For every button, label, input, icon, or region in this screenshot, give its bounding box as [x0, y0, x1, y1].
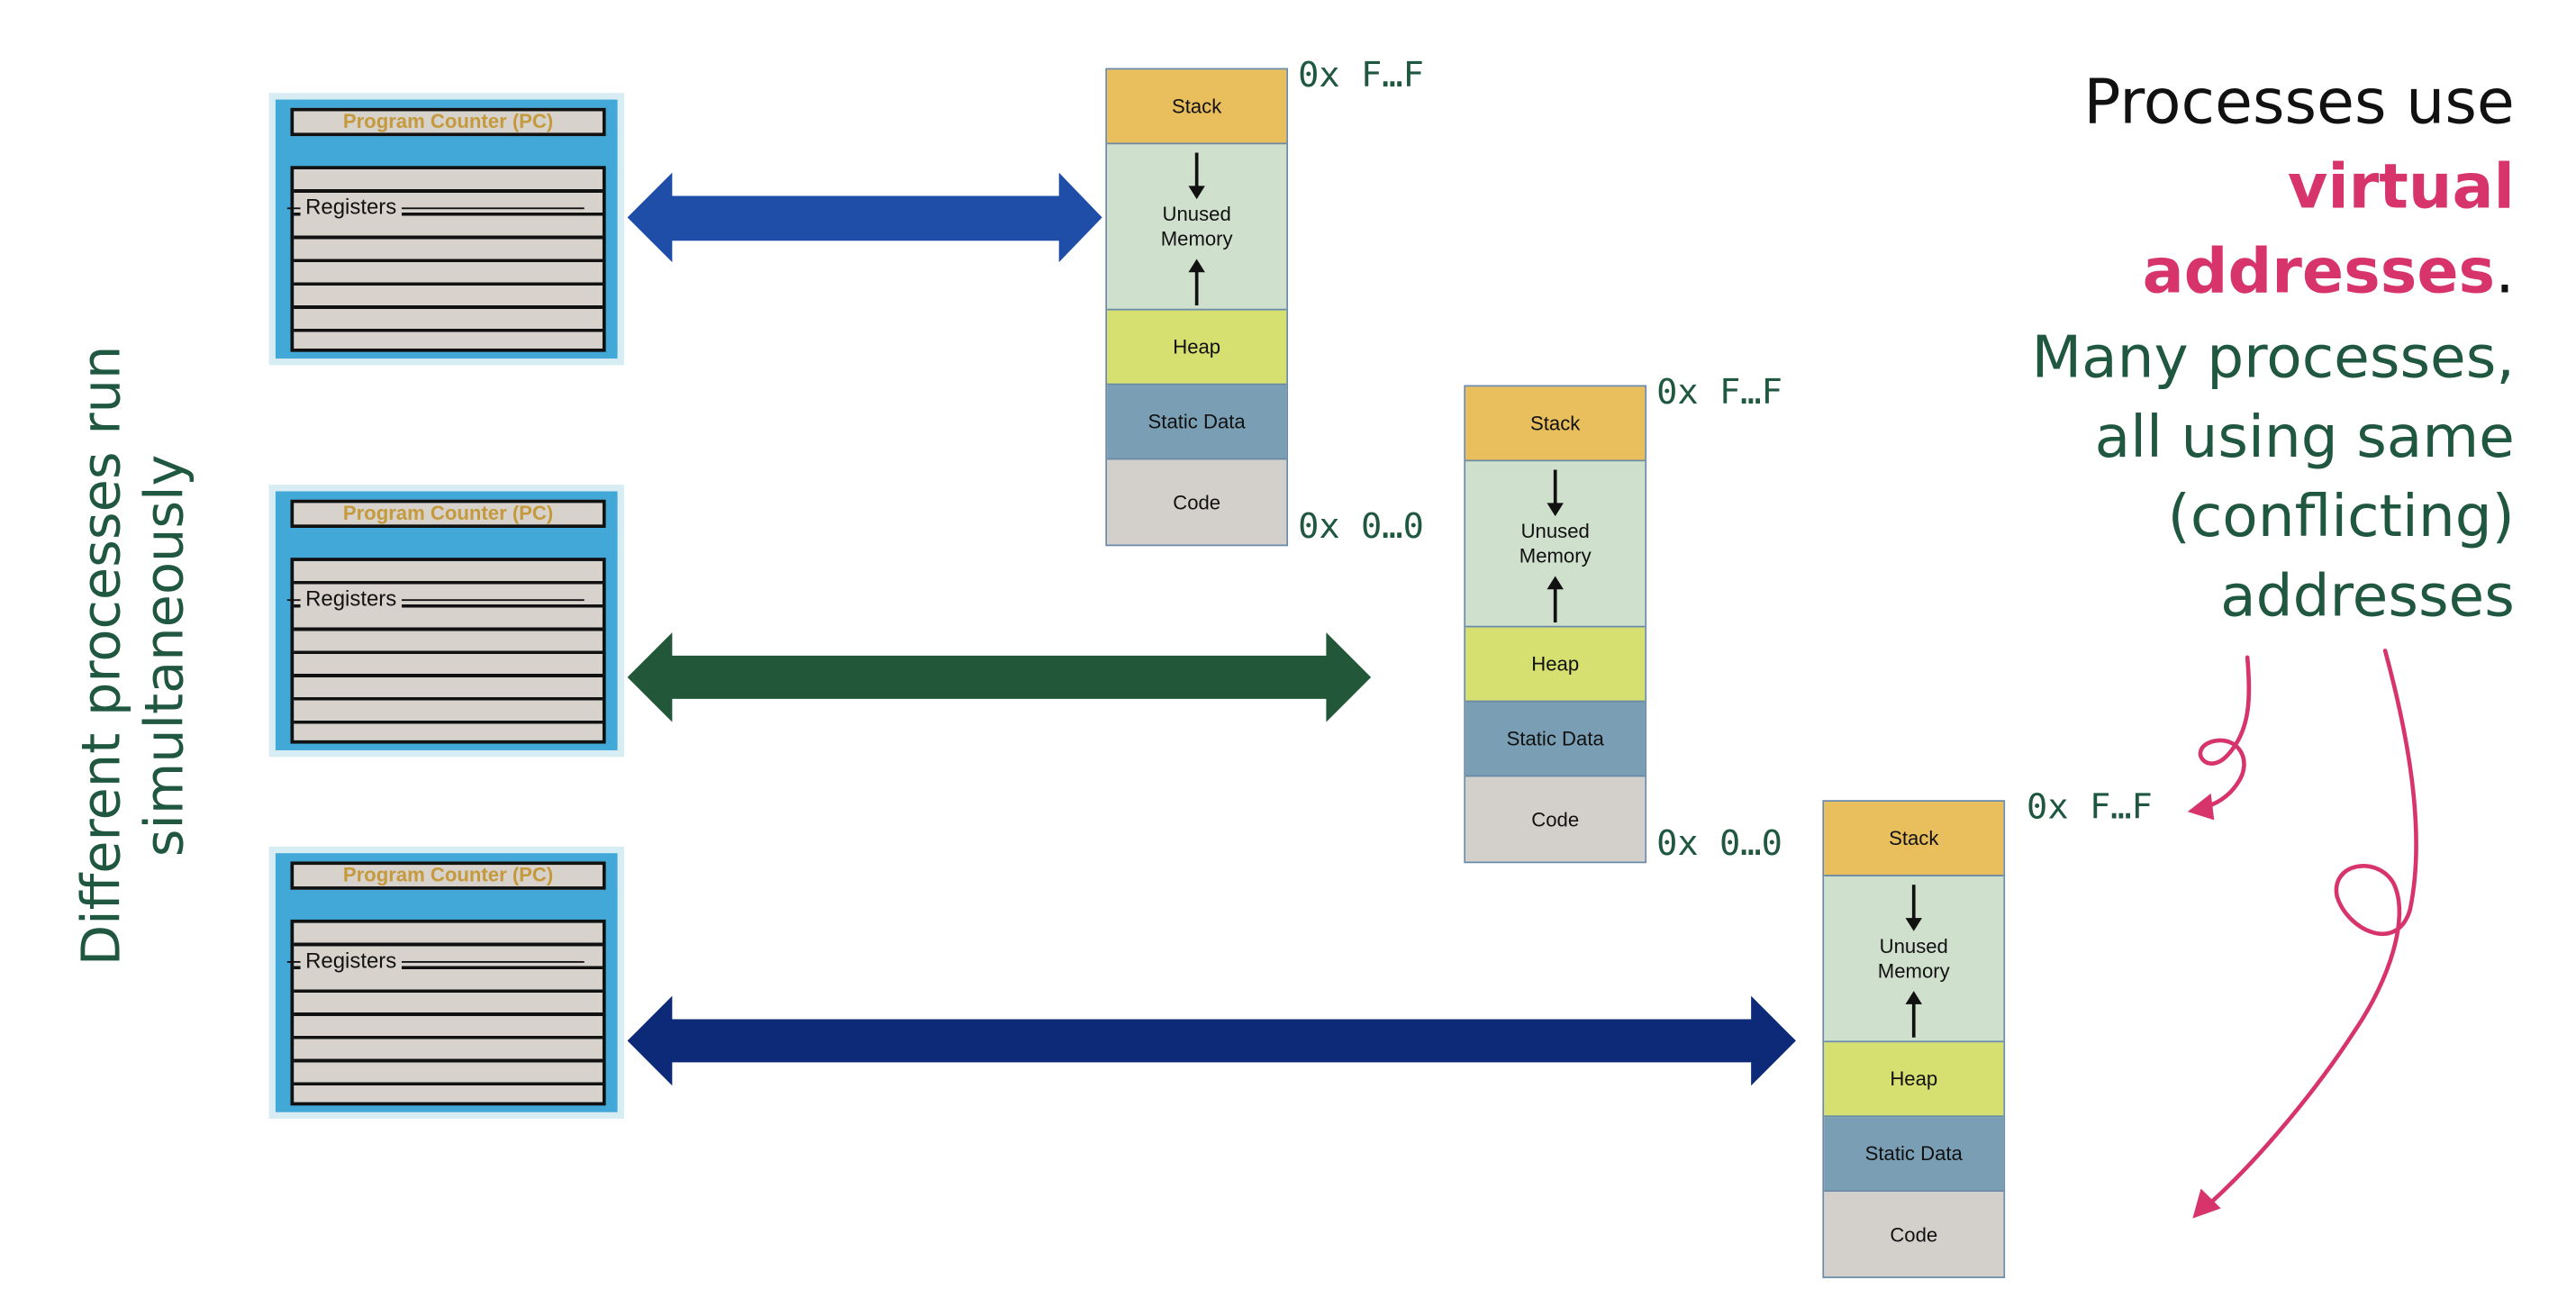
stack-growth-arrow — [1188, 152, 1205, 200]
register-file: Program Counter (PC) Registers — [275, 853, 618, 1112]
double-arrow-3 — [627, 995, 1796, 1086]
registers-label: Registers — [286, 585, 585, 613]
bottom-address-1: 0x 0…0 — [1298, 506, 1424, 547]
curly-arrow-long — [2201, 649, 2418, 1211]
heap-growth-arrow — [1188, 259, 1205, 306]
heap-segment: Heap — [1107, 310, 1287, 386]
conflict-line-4: addresses — [2220, 564, 2515, 631]
stack-segment: Stack — [1107, 69, 1287, 145]
heap-growth-arrow — [1905, 991, 1922, 1038]
note-line-1: Processes use — [2083, 66, 2515, 138]
registers-label: Registers — [286, 194, 585, 222]
register-grid: Registers — [286, 166, 606, 352]
double-arrow-1 — [627, 172, 1102, 263]
double-arrow-2 — [627, 632, 1372, 722]
stack-segment: Stack — [1824, 802, 2004, 876]
process-3-registers: Program Counter (PC) Registers — [268, 846, 624, 1120]
static-data-segment: Static Data — [1824, 1117, 2004, 1193]
stack-segment: Stack — [1465, 386, 1646, 462]
memory-label: Memory — [1519, 543, 1592, 567]
code-segment: Code — [1465, 776, 1646, 862]
curly-arrow-short — [2198, 655, 2252, 811]
note-period: . — [2495, 235, 2515, 307]
conflict-line-1: Many processes, — [2031, 325, 2515, 392]
virtual-address-note: Processes use virtual addresses. — [1818, 59, 2515, 313]
note-line-2: virtual — [1818, 144, 2515, 229]
conflict-line-3: (conflicting) — [2167, 485, 2515, 551]
note-line-3: addresses. — [1818, 229, 2515, 313]
register-file: Program Counter (PC) Registers — [275, 99, 618, 359]
top-address-3: 0x F…F — [2027, 786, 2153, 827]
heap-segment: Heap — [1465, 627, 1646, 703]
stack-growth-arrow — [1905, 885, 1922, 931]
process-1-registers: Program Counter (PC) Registers — [268, 93, 624, 366]
static-data-segment: Static Data — [1465, 702, 1646, 777]
process-2-registers: Program Counter (PC) Registers — [268, 485, 624, 758]
program-counter: Program Counter (PC) — [290, 499, 606, 529]
highlight-virtual: virtual — [2287, 150, 2515, 222]
heap-segment: Heap — [1824, 1042, 2004, 1118]
conflict-line-2: all using same — [2094, 404, 2515, 472]
curly-arrow-long-head — [2192, 1188, 2221, 1219]
bottom-address-2: 0x 0…0 — [1656, 823, 1782, 864]
unused-label: Unused — [1879, 933, 1948, 958]
memory-label: Memory — [1877, 958, 1950, 983]
heap-growth-arrow — [1547, 576, 1564, 623]
unused-label: Unused — [1162, 201, 1231, 225]
conflict-note: Many processes, all using same (conflict… — [1818, 319, 2515, 638]
program-counter: Program Counter (PC) — [290, 107, 606, 137]
register-file: Program Counter (PC) Registers — [275, 491, 618, 750]
register-grid: Registers — [286, 558, 606, 744]
static-data-segment: Static Data — [1107, 385, 1287, 460]
curly-arrow-short-head — [2187, 793, 2215, 821]
stack-growth-arrow — [1547, 469, 1564, 517]
top-address-1: 0x F…F — [1298, 54, 1424, 95]
program-counter: Program Counter (PC) — [290, 861, 606, 890]
code-segment: Code — [1824, 1192, 2004, 1277]
top-address-2: 0x F…F — [1656, 371, 1782, 413]
register-grid: Registers — [286, 919, 606, 1106]
unused-label: Unused — [1520, 518, 1590, 542]
code-segment: Code — [1107, 459, 1287, 545]
memory-label: Memory — [1160, 226, 1233, 250]
highlight-addresses: addresses — [2142, 235, 2496, 307]
registers-label: Registers — [286, 948, 585, 975]
